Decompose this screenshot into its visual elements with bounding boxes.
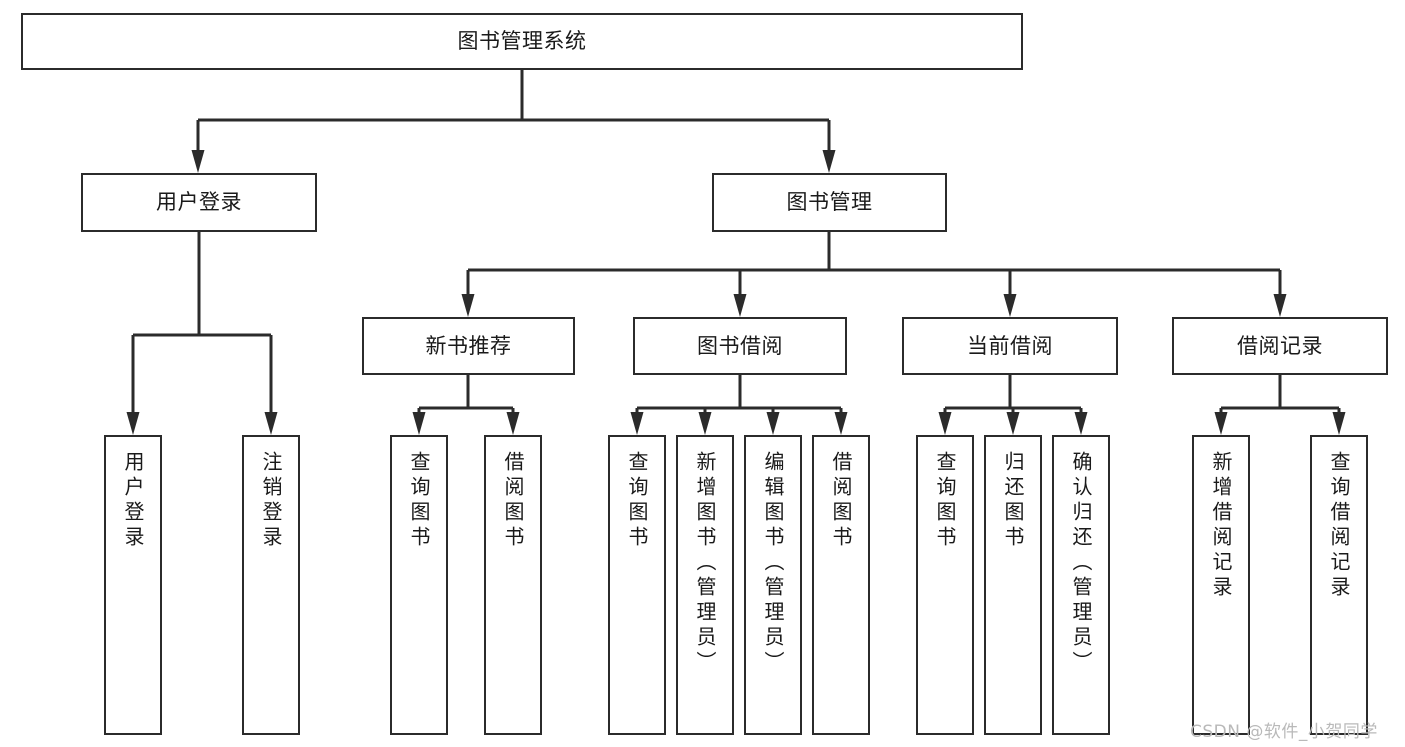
book-management-to-level2-arrow-0-head [461, 294, 475, 317]
node-leaf-return-book[interactable]: 归还图书 [984, 435, 1042, 735]
node-label-leaf-borrow-book: 借阅图书 [829, 451, 853, 551]
node-label-leaf-query-borrow-record: 查询借阅记录 [1327, 451, 1351, 601]
book-borrow-to-leaves-arrow-3-head [834, 412, 848, 435]
node-label-leaf-query-book-borrow: 查询图书 [625, 451, 649, 551]
node-leaf-confirm-return-admin[interactable]: 确认归还（管理员） [1052, 435, 1110, 735]
node-leaf-query-book-recommend[interactable]: 查询图书 [390, 435, 448, 735]
node-leaf-user-login[interactable]: 用户登录 [104, 435, 162, 735]
node-label-leaf-edit-book-admin: 编辑图书（管理员） [761, 451, 785, 676]
node-leaf-add-borrow-record[interactable]: 新增借阅记录 [1192, 435, 1250, 735]
node-label-leaf-add-book-admin: 新增图书（管理员） [693, 451, 717, 676]
node-label-leaf-borrow-book-recommend: 借阅图书 [501, 451, 525, 551]
node-leaf-edit-book-admin[interactable]: 编辑图书（管理员） [744, 435, 802, 735]
node-borrow-record[interactable]: 借阅记录 [1172, 317, 1388, 375]
node-label-leaf-user-logout: 注销登录 [259, 451, 283, 551]
book-management-to-level2-arrow-1-head [733, 294, 747, 317]
node-leaf-query-book-current[interactable]: 查询图书 [916, 435, 974, 735]
book-borrow-to-leaves-arrow-1-head [698, 412, 712, 435]
borrow-record-to-leaves-arrow-1-head [1332, 412, 1346, 435]
node-leaf-borrow-book[interactable]: 借阅图书 [812, 435, 870, 735]
node-label-new-book-recommend: 新书推荐 [425, 333, 512, 358]
current-borrow-to-leaves-arrow-1-head [1006, 412, 1020, 435]
node-label-leaf-add-borrow-record: 新增借阅记录 [1209, 451, 1233, 601]
node-new-book-recommend[interactable]: 新书推荐 [362, 317, 575, 375]
node-leaf-user-logout[interactable]: 注销登录 [242, 435, 300, 735]
node-label-leaf-query-book-recommend: 查询图书 [407, 451, 431, 551]
book-management-to-level2-arrow-3-head [1273, 294, 1287, 317]
current-borrow-to-leaves-arrow-0-head [938, 412, 952, 435]
node-root[interactable]: 图书管理系统 [21, 13, 1023, 70]
node-leaf-borrow-book-recommend[interactable]: 借阅图书 [484, 435, 542, 735]
node-label-book-borrow: 图书借阅 [697, 333, 783, 358]
node-label-borrow-record: 借阅记录 [1237, 333, 1323, 358]
node-label-current-borrow: 当前借阅 [967, 333, 1053, 358]
node-book-borrow[interactable]: 图书借阅 [633, 317, 847, 375]
node-current-borrow[interactable]: 当前借阅 [902, 317, 1118, 375]
csdn-watermark: CSDN @软件_小贺同学 [1190, 722, 1378, 742]
node-label-leaf-query-book-current: 查询图书 [933, 451, 957, 551]
node-label-leaf-return-book: 归还图书 [1001, 451, 1025, 551]
root-to-level1-arrow-0-head [191, 150, 205, 173]
new-book-recommend-to-leaves-arrow-0-head [412, 412, 426, 435]
node-leaf-query-borrow-record[interactable]: 查询借阅记录 [1310, 435, 1368, 735]
book-borrow-to-leaves-arrow-0-head [630, 412, 644, 435]
node-book-management[interactable]: 图书管理 [712, 173, 947, 232]
current-borrow-to-leaves-arrow-2-head [1074, 412, 1088, 435]
node-label-leaf-user-login: 用户登录 [121, 451, 145, 551]
borrow-record-to-leaves-arrow-0-head [1214, 412, 1228, 435]
node-label-root: 图书管理系统 [457, 29, 587, 54]
node-label-leaf-confirm-return-admin: 确认归还（管理员） [1069, 451, 1093, 676]
book-management-to-level2-arrow-2-head [1003, 294, 1017, 317]
book-borrow-to-leaves-arrow-2-head [766, 412, 780, 435]
node-label-user-login: 用户登录 [156, 190, 242, 215]
new-book-recommend-to-leaves-arrow-1-head [506, 412, 520, 435]
node-leaf-query-book-borrow[interactable]: 查询图书 [608, 435, 666, 735]
root-to-level1-arrow-1-head [822, 150, 836, 173]
node-label-book-management: 图书管理 [786, 190, 873, 215]
node-user-login[interactable]: 用户登录 [81, 173, 317, 232]
user-login-to-leaves-arrow-0-head [126, 412, 140, 435]
node-leaf-add-book-admin[interactable]: 新增图书（管理员） [676, 435, 734, 735]
user-login-to-leaves-arrow-1-head [264, 412, 278, 435]
